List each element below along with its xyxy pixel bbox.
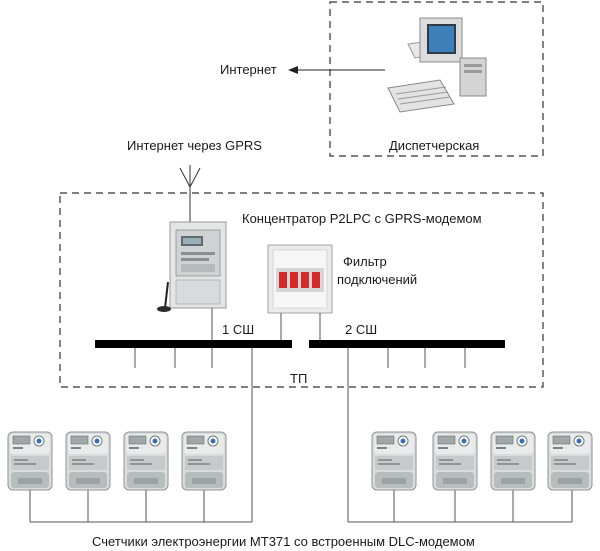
concentrator-label: Концентратор P2LPC с GPRS-модемом [242, 211, 482, 226]
computer-icon [387, 17, 487, 113]
dispatch-label: Диспетчерская [389, 138, 479, 153]
meter-group-left [7, 431, 227, 491]
antenna-icon [179, 165, 201, 222]
busbar-2 [309, 340, 505, 348]
electricity-meter-icon [181, 431, 227, 491]
electricity-meter-icon [7, 431, 53, 491]
meters-caption: Счетчики электроэнергии MT371 со встроен… [92, 534, 475, 549]
concentrator-icon [157, 221, 227, 312]
electricity-meter-icon [432, 431, 478, 491]
electricity-meter-icon [65, 431, 111, 491]
busbar-1 [95, 340, 292, 348]
bus1-label: 1 СШ [222, 322, 254, 337]
bus2-label: 2 СШ [345, 322, 377, 337]
filter-label-line2: подключений [337, 272, 417, 287]
electricity-meter-icon [371, 431, 417, 491]
internet-label: Интернет [220, 62, 277, 77]
filter-label-line1: Фильтр [343, 254, 387, 269]
dispatch-frame [329, 1, 544, 157]
meter-drops [29, 490, 573, 522]
electricity-meter-icon [123, 431, 169, 491]
electricity-meter-icon [547, 431, 593, 491]
breaker-panel-icon [267, 244, 333, 314]
gprs-label: Интернет через GPRS [127, 138, 262, 153]
electricity-meter-icon [490, 431, 536, 491]
bus-feeders [134, 348, 466, 368]
meter-group-right [371, 431, 593, 491]
substation-frame [59, 192, 544, 388]
substation-label: ТП [290, 371, 307, 386]
internet-arrowhead [288, 66, 298, 74]
